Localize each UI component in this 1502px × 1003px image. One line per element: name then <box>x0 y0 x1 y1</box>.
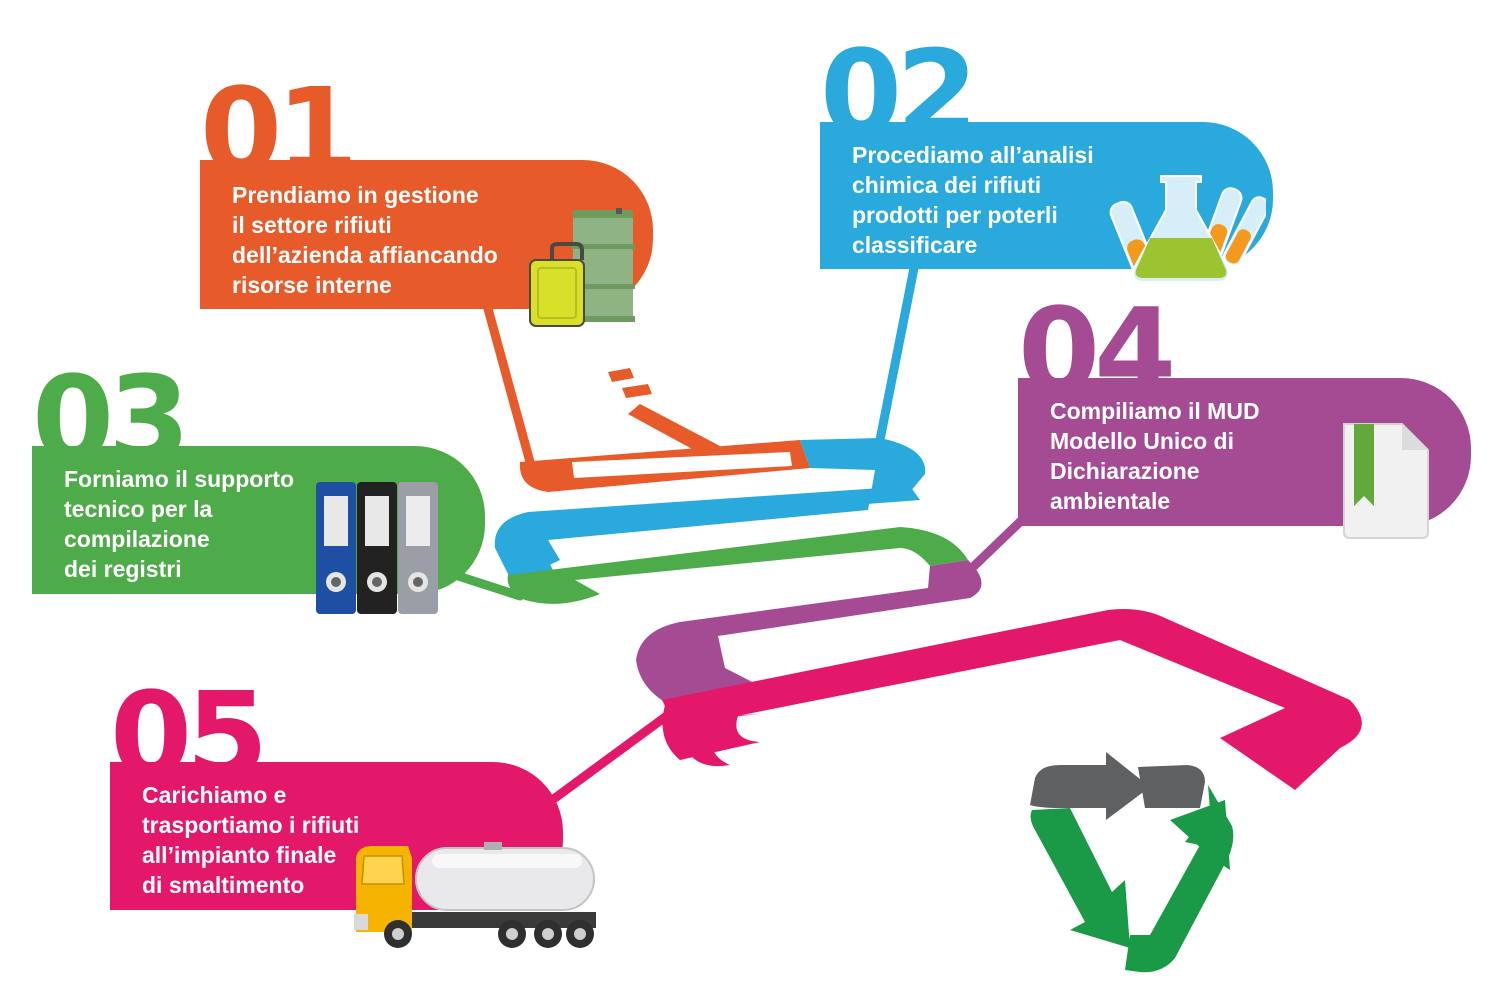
step-02-line-4: classificare <box>852 232 978 258</box>
path-ring-pink-band <box>662 686 760 760</box>
connector-step-05 <box>550 707 677 803</box>
recycle-arrow-green-right-head <box>1170 800 1230 870</box>
connector-step-02 <box>873 263 919 455</box>
step-03-line-3: compilazione <box>64 526 210 552</box>
recycle-arrow-gray-right <box>1138 765 1205 808</box>
step-05-line-4: di smaltimento <box>142 872 305 898</box>
connector-step-03 <box>450 570 525 601</box>
recycle-icon <box>1030 752 1234 973</box>
step-05-line-2: trasportiamo i rifiuti <box>142 812 360 838</box>
step-01-line-2: il settore rifiuti <box>232 212 392 238</box>
fuel-cans-icon <box>529 208 635 327</box>
path-ring-green <box>507 527 968 604</box>
recycle-arrow-green-left <box>1030 808 1130 948</box>
path-ring-orange <box>519 440 810 492</box>
step-02-line-2: chimica dei rifiuti <box>852 172 1042 198</box>
step-01-line-4: risorse interne <box>232 272 392 298</box>
step-05-line-1: Carichiamo e <box>142 782 287 808</box>
lab-flask-icon <box>1109 175 1266 283</box>
tanker-truck-icon <box>354 842 596 948</box>
recycle-arrow-gray <box>1030 752 1150 820</box>
binders-icon <box>316 482 438 614</box>
step-01-text: Prendiamo in gestione il settore rifiuti… <box>232 180 498 300</box>
step-02-text: Procediamo all’analisi chimica dei rifiu… <box>852 140 1094 260</box>
path-dashes <box>608 368 720 456</box>
step-05-text: Carichiamo e trasportiamo i rifiuti all’… <box>142 780 359 900</box>
connector-step-04 <box>967 515 1027 573</box>
step-01-line-3: dell’azienda affiancando <box>232 242 498 268</box>
connector-lines <box>450 263 1027 803</box>
step-02-line-1: Procediamo all’analisi <box>852 142 1094 168</box>
winding-path <box>494 438 1362 790</box>
step-04-line-2: Modello Unico di <box>1050 428 1234 454</box>
step-04-line-1: Compiliamo il MUD <box>1050 398 1260 424</box>
step-04-text: Compiliamo il MUD Modello Unico di Dichi… <box>1050 396 1260 516</box>
step-03-line-1: Forniamo il supporto <box>64 466 294 492</box>
path-ring-purple <box>636 560 982 706</box>
step-03-line-2: tecnico per la <box>64 496 213 522</box>
step-04-line-4: ambientale <box>1050 488 1171 514</box>
connector-step-01 <box>482 300 535 467</box>
document-bookmark-icon <box>1343 423 1429 539</box>
step-01-line-1: Prendiamo in gestione <box>232 182 479 208</box>
path-ring-blue-band <box>494 486 920 578</box>
step-03-text: Forniamo il supporto tecnico per la comp… <box>64 464 294 584</box>
step-03-line-4: dei registri <box>64 556 182 582</box>
step-02-line-3: prodotti per poterli <box>852 202 1058 228</box>
step-05-line-3: all’impianto finale <box>142 842 337 868</box>
step-04-line-3: Dichiarazione <box>1050 458 1200 484</box>
path-ring-pink <box>662 609 1362 790</box>
